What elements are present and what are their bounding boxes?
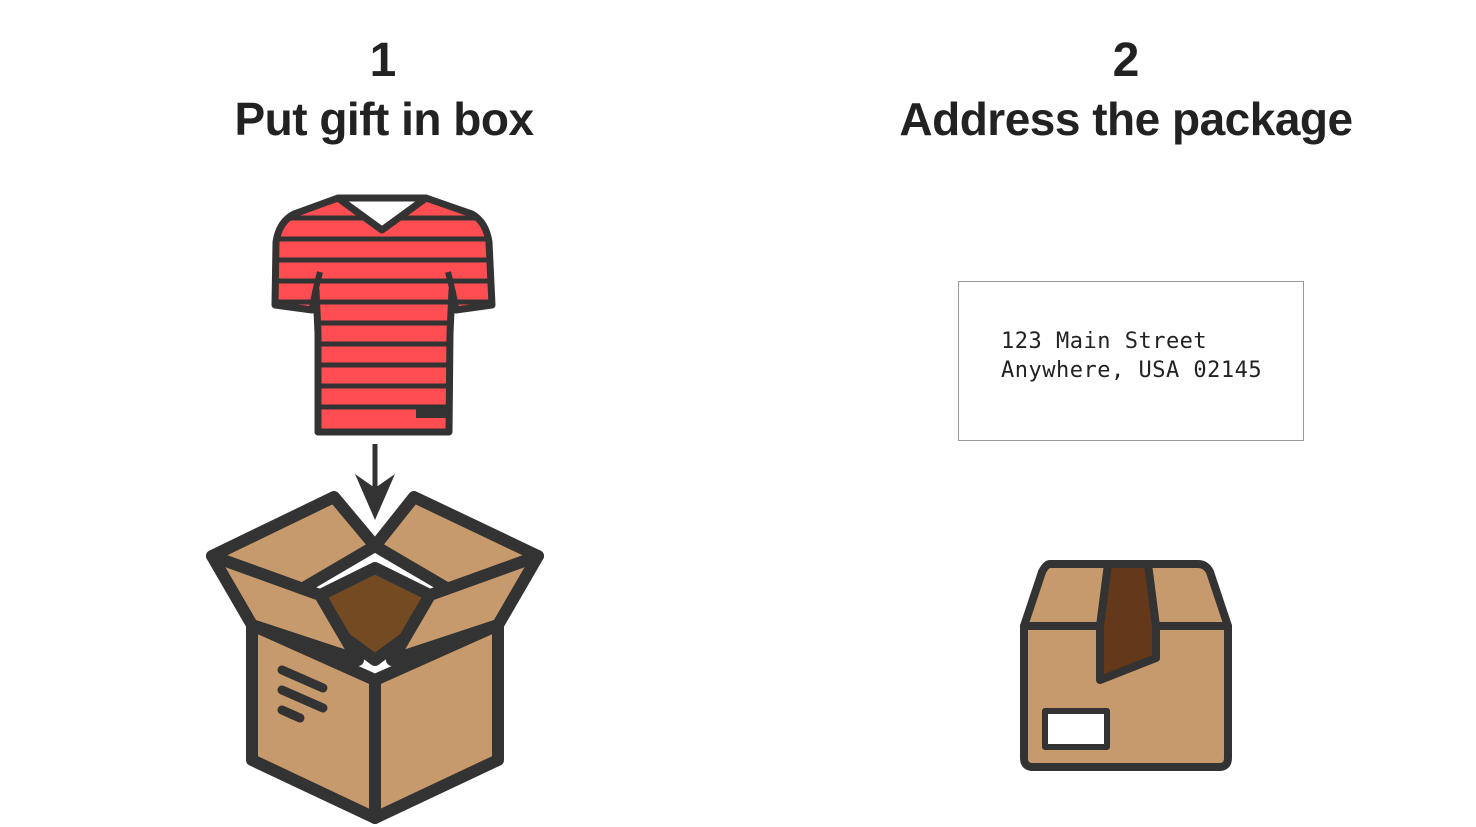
open-box-icon	[206, 491, 544, 824]
striped-shirt-icon	[271, 194, 496, 436]
address-line-2: Anywhere, USA 02145	[1001, 358, 1263, 383]
address-line-1: 123 Main Street	[1001, 329, 1208, 354]
closed-box-icon	[1020, 560, 1232, 771]
address-label: 123 Main Street Anywhere, USA 02145	[958, 281, 1304, 441]
step-2-title: Address the package	[899, 93, 1353, 145]
step-1-title: Put gift in box	[234, 93, 534, 145]
down-arrow-icon	[355, 444, 395, 520]
step-1-number: 1	[369, 34, 397, 87]
step-1: 1 Put gift in box	[234, 34, 534, 145]
step-2-number: 2	[1112, 34, 1140, 87]
step-2: 2 Address the package	[738, 0, 1476, 827]
